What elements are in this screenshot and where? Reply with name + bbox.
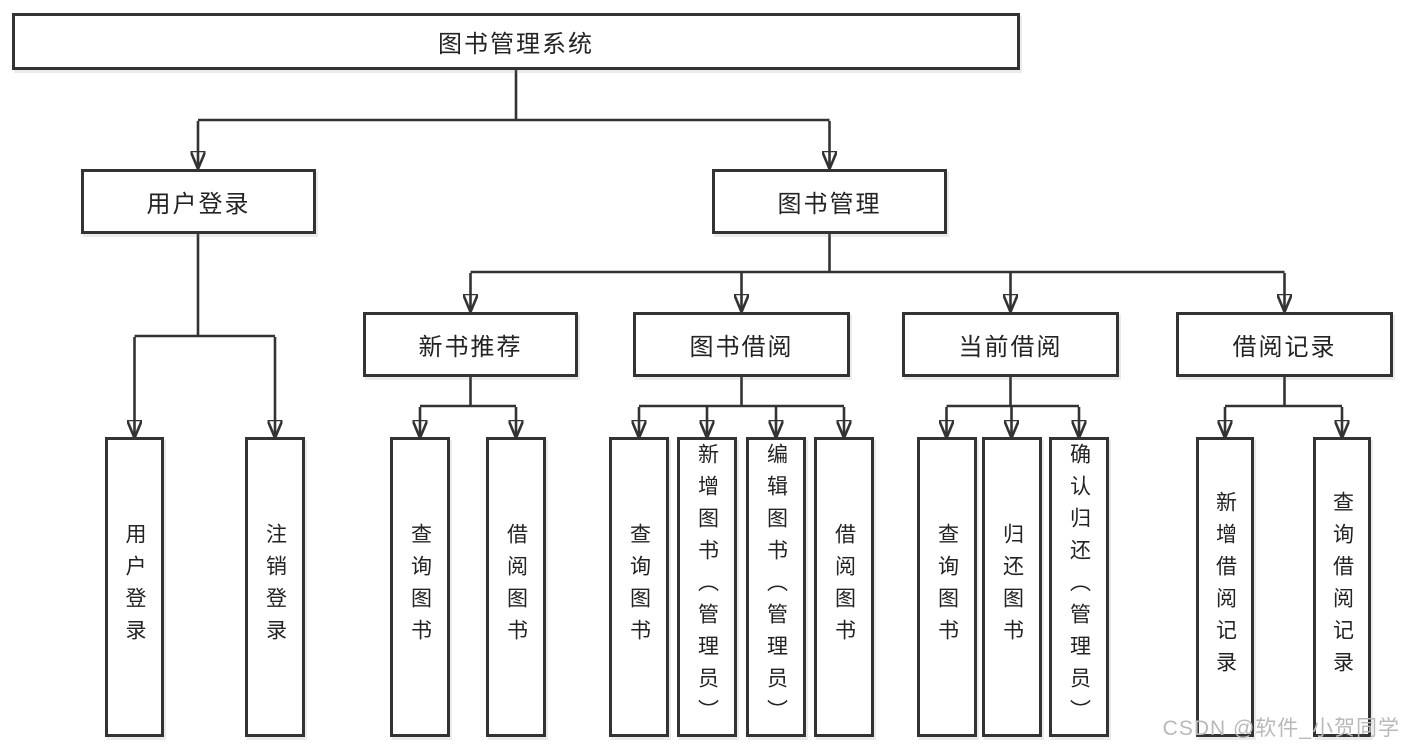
edges-borrow-records xyxy=(1225,377,1342,436)
leaf-borrow-add-books-admin: 新增图书（管理员） xyxy=(677,437,737,737)
leaf-borrow-query-books: 查询图书 xyxy=(609,437,669,737)
node-book-borrow-label: 图书借阅 xyxy=(689,334,794,361)
leaf-newbook-query-books: 查询图书 xyxy=(390,437,450,737)
leaf-current-confirm-return-admin-label: 确认归还（管理员） xyxy=(1067,443,1091,731)
edges-book-mgmt xyxy=(471,234,1285,310)
csdn-watermark: CSDN @软件_小贺同学 xyxy=(1162,717,1400,740)
leaf-newbook-query-books-label: 查询图书 xyxy=(408,523,432,651)
edges-user-login xyxy=(135,234,276,436)
node-user-login-label: 用户登录 xyxy=(146,191,251,218)
node-book-management-label: 图书管理 xyxy=(777,191,882,218)
leaf-records-add-record: 新增借阅记录 xyxy=(1196,437,1254,737)
leaf-records-add-record-label: 新增借阅记录 xyxy=(1213,491,1237,683)
leaf-user-login: 用户登录 xyxy=(105,437,164,737)
leaf-borrow-edit-books-admin: 编辑图书（管理员） xyxy=(746,437,806,737)
edges-root xyxy=(198,70,830,167)
leaf-current-query-books-label: 查询图书 xyxy=(935,523,959,651)
leaf-newbook-borrow-books: 借阅图书 xyxy=(486,437,546,737)
leaf-borrow-add-books-admin-label: 新增图书（管理员） xyxy=(695,443,719,731)
leaf-newbook-borrow-books-label: 借阅图书 xyxy=(504,523,528,651)
leaf-current-confirm-return-admin: 确认归还（管理员） xyxy=(1049,437,1109,737)
node-user-login: 用户登录 xyxy=(81,169,316,234)
leaf-records-query-record-label: 查询借阅记录 xyxy=(1330,491,1354,683)
leaf-current-return-books: 归还图书 xyxy=(982,437,1042,737)
leaf-current-return-books-label: 归还图书 xyxy=(1000,523,1024,651)
node-current-borrow-label: 当前借阅 xyxy=(958,334,1063,361)
node-root: 图书管理系统 xyxy=(12,13,1020,70)
node-current-borrow: 当前借阅 xyxy=(902,312,1119,377)
node-book-borrow: 图书借阅 xyxy=(633,312,850,377)
edges-new-book-rec xyxy=(420,377,516,436)
leaf-current-query-books: 查询图书 xyxy=(917,437,977,737)
edges-current-borrow xyxy=(947,377,1080,436)
leaf-user-login-label: 用户登录 xyxy=(123,523,146,651)
leaf-borrow-borrow-books-label: 借阅图书 xyxy=(832,523,856,651)
node-borrow-records-label: 借阅记录 xyxy=(1232,334,1337,361)
edges-book-borrow xyxy=(639,377,844,436)
leaf-records-query-record: 查询借阅记录 xyxy=(1313,437,1371,737)
node-borrow-records: 借阅记录 xyxy=(1176,312,1393,377)
leaf-borrow-query-books-label: 查询图书 xyxy=(627,523,651,651)
node-new-book-recommend: 新书推荐 xyxy=(363,312,578,377)
leaf-logout-label: 注销登录 xyxy=(263,523,287,651)
node-new-book-recommend-label: 新书推荐 xyxy=(418,334,523,361)
node-root-label: 图书管理系统 xyxy=(438,31,594,58)
leaf-borrow-edit-books-admin-label: 编辑图书（管理员） xyxy=(764,443,788,731)
leaf-borrow-borrow-books: 借阅图书 xyxy=(814,437,874,737)
leaf-logout: 注销登录 xyxy=(245,437,305,737)
node-book-management: 图书管理 xyxy=(712,169,947,234)
